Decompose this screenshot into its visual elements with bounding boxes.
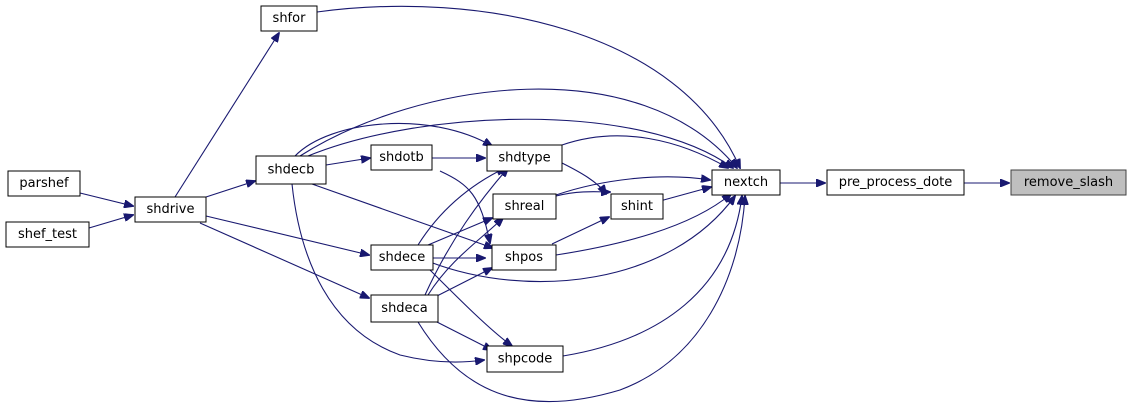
node-shfor[interactable]: shfor (260, 5, 318, 32)
node-shdotb[interactable]: shdotb (370, 144, 433, 171)
edge-shdeca-shdtype (424, 168, 508, 296)
edge-shdeca-shpcode (432, 319, 492, 350)
edge-shdecb-nextch-2 (307, 118, 733, 168)
edge-shreal-nextch (555, 177, 710, 196)
edge-shdrive-shdecb (205, 181, 255, 198)
edge-shdrive-shdece (205, 215, 369, 255)
node-shpcode[interactable]: shpcode (486, 345, 564, 373)
edge-shdtype-nextch (561, 135, 728, 168)
svg-text:shdecb: shdecb (268, 163, 315, 178)
edge-shfor-nextch (316, 5, 740, 168)
edge-shpcode-nextch (562, 196, 742, 357)
edge-shpos-shpcode (429, 269, 512, 346)
edge-shdeca-shpos (432, 268, 492, 299)
edge-shdece-shdtype (417, 168, 505, 246)
edge-shdecb-shdotb (325, 158, 370, 166)
svg-text:pre_process_dote: pre_process_dote (839, 175, 953, 190)
svg-text:remove_slash: remove_slash (1024, 175, 1113, 190)
edge-shdeca-shreal (427, 218, 503, 296)
node-shint[interactable]: shint (610, 193, 664, 220)
node-shdtype[interactable]: shdtype (486, 144, 563, 172)
node-parshef[interactable]: parshef (7, 170, 81, 197)
svg-text:shdeca: shdeca (381, 301, 427, 316)
svg-text:nextch: nextch (724, 175, 768, 190)
edge-shdtype-shint (561, 162, 606, 194)
edge-shdrive-shfor (174, 33, 279, 198)
edge-shdeca-nextch (417, 196, 745, 403)
svg-text:shdtype: shdtype (498, 151, 550, 166)
node-shpos[interactable]: shpos (491, 244, 557, 271)
svg-text:shef_test: shef_test (18, 227, 77, 242)
edge-parshef-shdrive (79, 192, 133, 206)
node-shdecb[interactable]: shdecb (255, 155, 327, 185)
node-shdrive[interactable]: shdrive (134, 196, 207, 223)
svg-text:shpcode: shpcode (498, 352, 553, 367)
svg-text:shint: shint (621, 199, 653, 214)
svg-text:shpos: shpos (505, 250, 543, 265)
edge-shdecb-shpos (311, 183, 493, 248)
edge-shdece-nextch (429, 196, 735, 283)
svg-text:shdotb: shdotb (379, 150, 424, 165)
edge-shef_test-shdrive (88, 215, 133, 229)
node-nextch[interactable]: nextch (711, 169, 781, 196)
node-shreal[interactable]: shreal (492, 193, 557, 220)
edge-shdrive-shdeca (199, 222, 369, 298)
svg-text:shfor: shfor (273, 11, 307, 26)
edge-shpos-nextch (555, 194, 731, 256)
edge-shpos-shint (551, 217, 609, 245)
node-pre_process_dote[interactable]: pre_process_dote (826, 169, 965, 196)
edge-shdotb-shpos (439, 170, 490, 243)
nodes: shfor parshef shef_test shdrive shdecb s… (5, 5, 1127, 373)
svg-text:parshef: parshef (19, 176, 69, 191)
node-remove_slash[interactable]: remove_slash (1010, 169, 1127, 196)
node-shef_test[interactable]: shef_test (5, 221, 90, 248)
node-shdece[interactable]: shdece (370, 244, 434, 271)
edge-shint-nextch (659, 187, 711, 202)
svg-text:shdrive: shdrive (147, 202, 195, 217)
node-shdeca[interactable]: shdeca (370, 294, 439, 323)
svg-text:shreal: shreal (505, 199, 545, 214)
edges (79, 5, 1009, 403)
edge-shdecb-shdtype (294, 123, 492, 157)
svg-text:shdece: shdece (379, 250, 425, 265)
